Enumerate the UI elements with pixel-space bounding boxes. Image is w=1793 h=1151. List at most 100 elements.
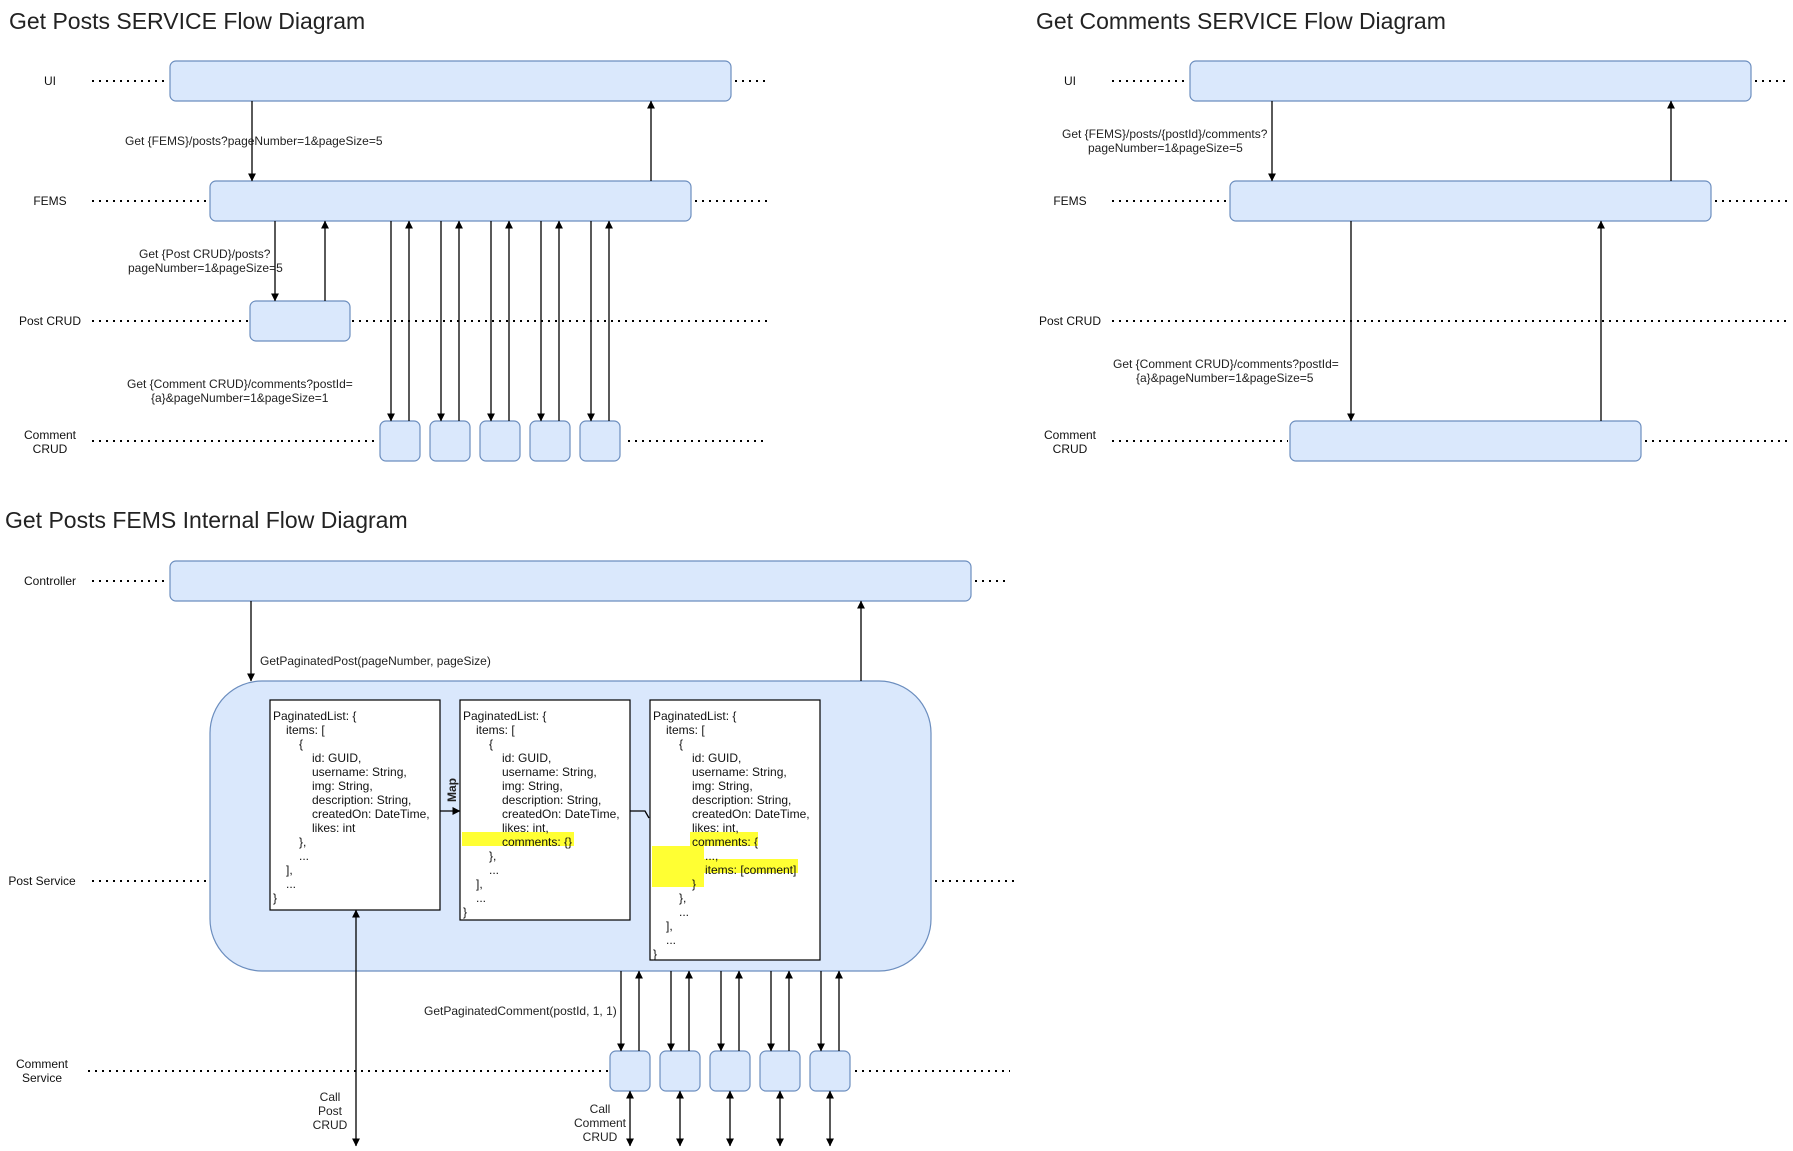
diagram-get-posts-service: Get Posts SERVICE Flow Diagram UI FEMS P… (9, 8, 768, 462)
code-line: id: GUID, (502, 751, 551, 765)
lane-label-fems: FEMS (33, 194, 66, 208)
highlight-comments-block (652, 846, 704, 887)
label-get-comment-crud-line1: Get {Comment CRUD}/comments?postId= (127, 377, 353, 391)
highlight-comments-open (690, 832, 758, 846)
code-text-2: PaginatedList: {items: [{id: GUID,userna… (463, 709, 620, 919)
code-line: } (692, 877, 696, 891)
lane-label-comment-service-line2: Service (22, 1071, 62, 1085)
code-line: { (489, 737, 493, 751)
ui-box (169, 60, 732, 102)
d2-label-get-fems-line2: pageNumber=1&pageSize=5 (1088, 141, 1243, 155)
code-line: likes: int (312, 821, 356, 835)
diagram1-title: Get Posts SERVICE Flow Diagram (9, 8, 365, 34)
post-crud-box (249, 300, 351, 342)
code-line: username: String, (312, 765, 407, 779)
d2-label-get-comment-crud-line1: Get {Comment CRUD}/comments?postId= (1113, 357, 1339, 371)
code-line: }, (489, 849, 496, 863)
comment-service-box-5 (809, 1050, 851, 1092)
code-line: likes: int, (692, 821, 739, 835)
d2-lane-label-fems: FEMS (1053, 194, 1086, 208)
label-call-post-crud-line1: Call (320, 1090, 341, 1104)
code-line: } (653, 947, 657, 961)
label-get-post-crud-line2: pageNumber=1&pageSize=5 (128, 261, 283, 275)
label-get-paginated-post: GetPaginatedPost(pageNumber, pageSize) (260, 654, 491, 668)
d2-lane-label-post-crud: Post CRUD (1039, 314, 1101, 328)
code-line: description: String, (502, 793, 601, 807)
label-get-post-crud-line1: Get {Post CRUD}/posts? (139, 247, 271, 261)
code-text-3: PaginatedList: {items: [{id: GUID,userna… (653, 709, 810, 961)
code-line: } (273, 891, 277, 905)
code-line: items: [comment] (705, 863, 796, 877)
d2-lane-label-comment-crud-line1: Comment (1044, 428, 1097, 442)
code-line: img: String, (502, 779, 563, 793)
label-call-comment-crud-line2: Comment (574, 1116, 627, 1130)
label-get-fems-posts-a: Get {FEMS}/posts? (125, 134, 228, 148)
code-line: createdOn: DateTime, (502, 807, 620, 821)
diagram-get-comments-service: Get Comments SERVICE Flow Diagram UI FEM… (1036, 8, 1788, 462)
connector-block2-to-block3 (630, 810, 650, 819)
code-line: items: [ (286, 723, 325, 737)
highlight-items-comment (704, 859, 798, 873)
d2-label-get-comment-crud-line2: {a}&pageNumber=1&pageSize=5 (1136, 371, 1314, 385)
code-line: ... (299, 849, 309, 863)
comment-service-box-4 (759, 1050, 801, 1092)
code-line: img: String, (312, 779, 373, 793)
label-get-paginated-comment: GetPaginatedComment(postId, 1, 1) (424, 1004, 617, 1018)
code-line: likes: int, (502, 821, 549, 835)
label-get-fems-posts: Get {FEMS}/posts?pageNumber=1&pageSize=5 (125, 134, 383, 148)
code-block-3 (649, 699, 821, 961)
code-line: comments: { (692, 835, 758, 849)
code-line: img: String, (692, 779, 753, 793)
label-map: Map (445, 778, 459, 802)
code-line: comments: {} (502, 835, 572, 849)
comment-crud-box-5 (579, 420, 621, 462)
code-line: ... (286, 877, 296, 891)
code-line: ..., (705, 849, 718, 863)
code-text-1: PaginatedList: {items: [{ id: GUID,userna… (273, 709, 430, 905)
code-line: username: String, (692, 765, 787, 779)
d2-ui-box (1189, 60, 1752, 102)
comment-crud-box-2 (429, 420, 471, 462)
code-line: ... (666, 933, 676, 947)
comment-service-box-3 (709, 1050, 751, 1092)
fems-box (209, 180, 692, 222)
diagram3-title: Get Posts FEMS Internal Flow Diagram (5, 507, 408, 533)
d2-comment-crud-box (1289, 420, 1642, 462)
label-call-post-crud-line3: CRUD (313, 1118, 348, 1132)
code-line: items: [ (666, 723, 705, 737)
code-block-2 (459, 699, 631, 921)
code-line: id: GUID, (312, 751, 361, 765)
label-call-comment-crud-line1: Call (590, 1102, 611, 1116)
diagram2-title: Get Comments SERVICE Flow Diagram (1036, 8, 1446, 34)
code-line: ... (679, 905, 689, 919)
code-line: ], (666, 919, 673, 933)
label-get-fems-posts-b: pageNumber=1&pageSize=5 (228, 134, 383, 148)
comment-crud-box-4 (529, 420, 571, 462)
code-line: username: String, (502, 765, 597, 779)
code-line: PaginatedList: { (273, 709, 356, 723)
lane-label-comment-service-line1: Comment (16, 1057, 69, 1071)
code-line: } (463, 905, 467, 919)
code-line: items: [ (476, 723, 515, 737)
diagram-get-posts-fems-internal: Get Posts FEMS Internal Flow Diagram Con… (5, 507, 1015, 1147)
code-block-1 (269, 699, 441, 911)
d2-lane-label-ui: UI (1064, 74, 1076, 88)
code-line: ... (489, 863, 499, 877)
lane-label-comment-crud-line1: Comment (24, 428, 77, 442)
code-line: ... (476, 891, 486, 905)
code-line: ], (476, 877, 483, 891)
d2-fems-box (1229, 180, 1712, 222)
code-line: description: String, (692, 793, 791, 807)
comment-crud-box-1 (379, 420, 421, 462)
code-line: }, (679, 891, 686, 905)
comment-service-box-2 (659, 1050, 701, 1092)
d2-lane-label-comment-crud-line2: CRUD (1053, 442, 1088, 456)
d2-label-get-fems-line1: Get {FEMS}/posts/{postId}/comments? (1062, 127, 1268, 141)
label-get-comment-crud-line2: {a}&pageNumber=1&pageSize=1 (151, 391, 329, 405)
code-line: PaginatedList: { (653, 709, 736, 723)
code-line: { (299, 737, 303, 751)
lane-label-post-crud: Post CRUD (19, 314, 81, 328)
code-line: ], (286, 863, 293, 877)
comment-service-box-1 (609, 1050, 651, 1092)
code-line: createdOn: DateTime, (312, 807, 430, 821)
